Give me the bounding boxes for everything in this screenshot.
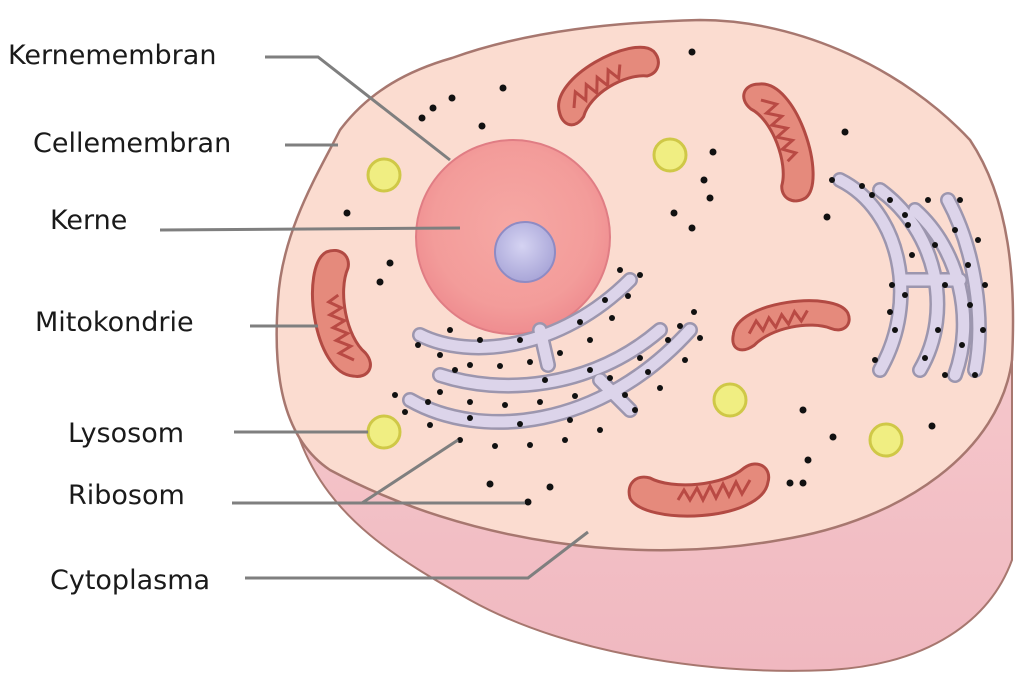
leader-line-nucleus <box>160 228 460 230</box>
ribosome <box>377 279 384 286</box>
ribosome <box>387 260 394 267</box>
ribosome <box>800 480 807 487</box>
lysosome <box>870 424 902 456</box>
label-cytoplasm: Cytoplasma <box>50 567 210 594</box>
ribosome <box>487 481 494 488</box>
nucleolus <box>495 222 555 282</box>
lysosome <box>654 139 686 171</box>
nucleus <box>416 140 610 334</box>
ribosome <box>710 149 717 156</box>
ribosome <box>800 407 807 414</box>
ribosome <box>824 214 831 221</box>
ribosome <box>842 129 849 136</box>
label-ribosome: Ribosom <box>68 482 185 509</box>
ribosome <box>344 210 351 217</box>
ribosome <box>449 95 456 102</box>
ribosome <box>547 484 554 491</box>
label-nucleus: Kerne <box>50 207 127 234</box>
ribosome <box>671 210 678 217</box>
label-nuclear-membrane: Kernemembran <box>8 42 216 69</box>
label-cell-membrane: Cellemembran <box>33 130 231 157</box>
lysosome <box>714 384 746 416</box>
lysosome <box>368 159 400 191</box>
lysosome <box>368 416 400 448</box>
label-mitochondrion: Mitokondrie <box>35 309 194 336</box>
ribosome <box>430 105 437 112</box>
ribosome <box>707 195 714 202</box>
ribosome <box>479 123 486 130</box>
ribosome <box>830 434 837 441</box>
ribosome <box>525 499 532 506</box>
ribosome <box>929 423 936 430</box>
ribosome <box>689 49 696 56</box>
ribosome <box>701 177 708 184</box>
ribosome <box>787 480 794 487</box>
label-lysosome: Lysosom <box>68 420 184 447</box>
ribosome <box>500 85 507 92</box>
ribosome <box>805 457 812 464</box>
ribosome <box>419 115 426 122</box>
ribosome <box>689 225 696 232</box>
